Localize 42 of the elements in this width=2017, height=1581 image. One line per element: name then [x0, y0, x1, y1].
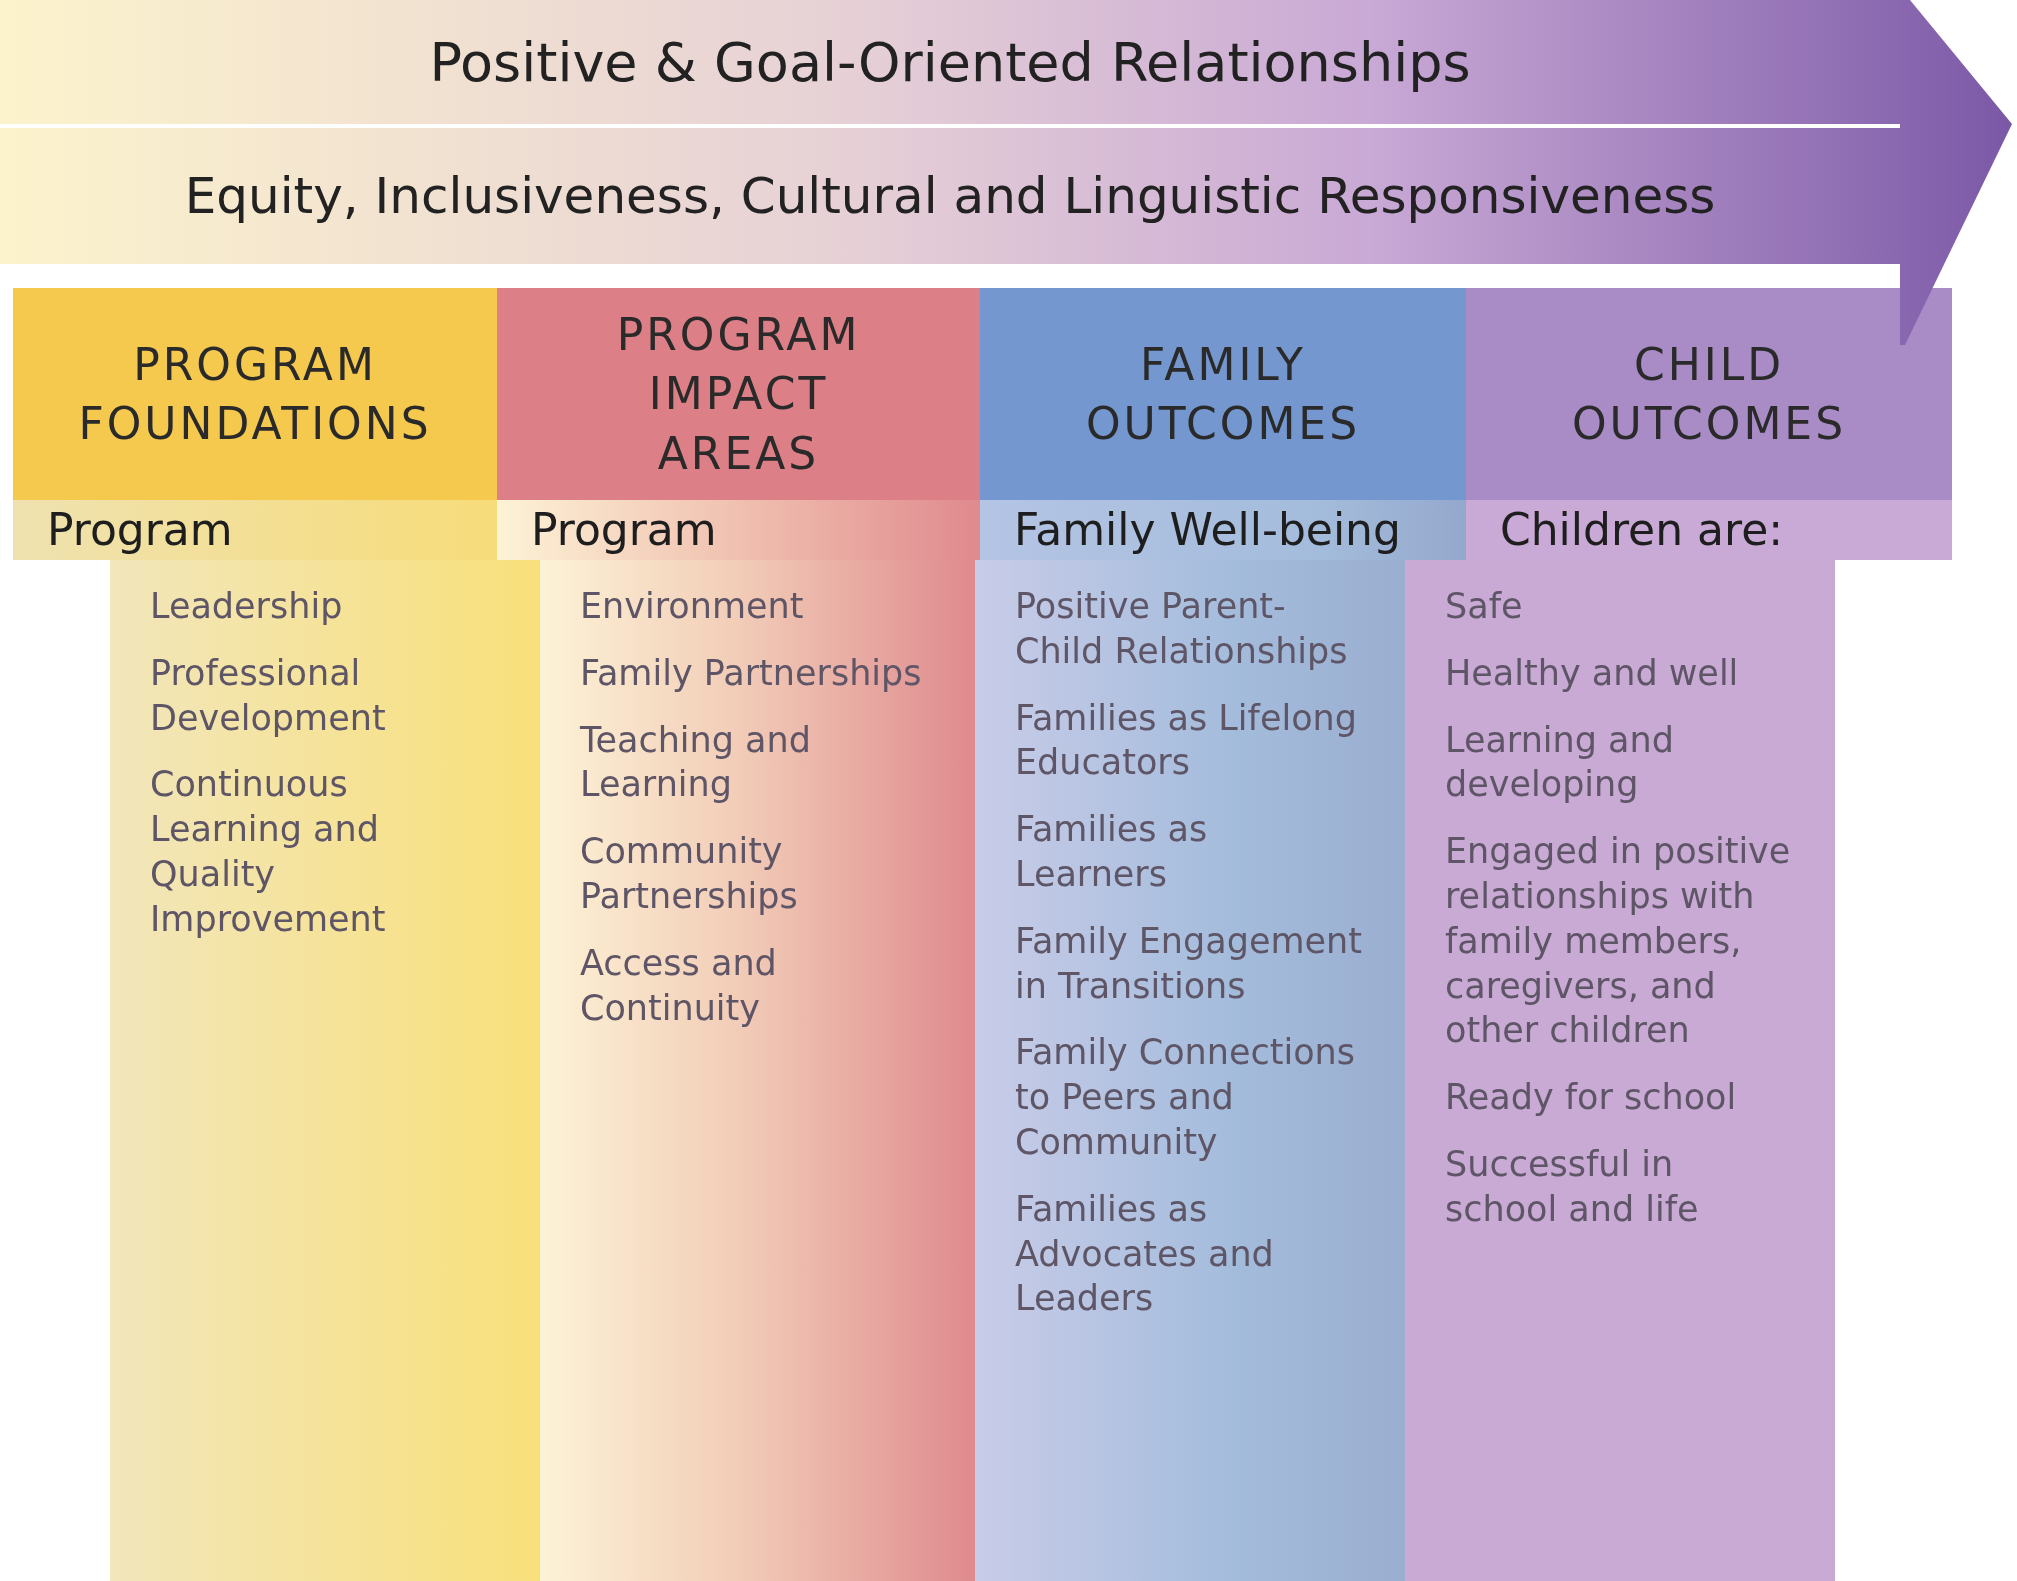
list-item: Safe [1445, 585, 1523, 628]
column-header [1466, 288, 1952, 500]
list-item: Positive Parent-Child Relationships [1015, 585, 1349, 673]
list-item: Healthy and well [1445, 651, 1739, 695]
list-item: Ready for school [1445, 1076, 1737, 1120]
column-heading: PROGRAM IMPACT AREAS [615, 307, 862, 481]
list-item: Family Connections to Peers and Community [1015, 1031, 1357, 1164]
list-item: Families as Lifelong Educators [1015, 696, 1358, 785]
list-item: Learning and developing [1445, 718, 1675, 807]
list-item: Families as Advocates and Leaders [1015, 1187, 1275, 1321]
subheading: Program [47, 503, 233, 557]
list-item: Families as Learners [1015, 808, 1209, 896]
column-header [980, 288, 1466, 500]
column-header [13, 288, 497, 500]
subheading: Children are: [1500, 503, 1784, 557]
subheader-band [1466, 500, 1952, 560]
column-panel [110, 560, 540, 1581]
subheading: Family Well-being [1014, 503, 1401, 557]
column-header [497, 288, 980, 500]
list-item: Engaged in positive relationships with family members, caregivers, and other children [1445, 830, 1792, 1053]
list-item: Environment [580, 585, 804, 628]
list-item: Access and Continuity [580, 941, 778, 1030]
band-text: Equity, Inclusiveness, Cultural and Linguistic Responsiveness [184, 167, 1716, 225]
column-panel [540, 560, 975, 1581]
subheading: Program [531, 503, 717, 557]
list-item: Successful in school and life [1445, 1142, 1700, 1231]
list-item: Professional Development [150, 651, 387, 740]
list-item: Community Partnerships [580, 830, 799, 918]
list-item: Leadership [150, 585, 343, 628]
list-item: Family Engagement in Transitions [1015, 919, 1363, 1008]
column-panel [975, 560, 1405, 1581]
list-item: Family Partnerships [580, 651, 922, 695]
list-item: Continuous Learning and Quality Improvement [150, 763, 387, 941]
list-item: Teaching and Learning [580, 718, 812, 807]
column-panel [1405, 560, 1835, 1581]
subheader-band [497, 500, 980, 560]
column-heading: CHILD OUTCOMES [1570, 337, 1848, 451]
subheader-band [13, 500, 497, 560]
column-heading: FAMILY OUTCOMES [1084, 337, 1362, 451]
subheader-band [980, 500, 1466, 560]
column-heading: PROGRAM FOUNDATIONS [77, 337, 433, 451]
band-text: Positive & Goal-Oriented Relationships [429, 30, 1471, 94]
